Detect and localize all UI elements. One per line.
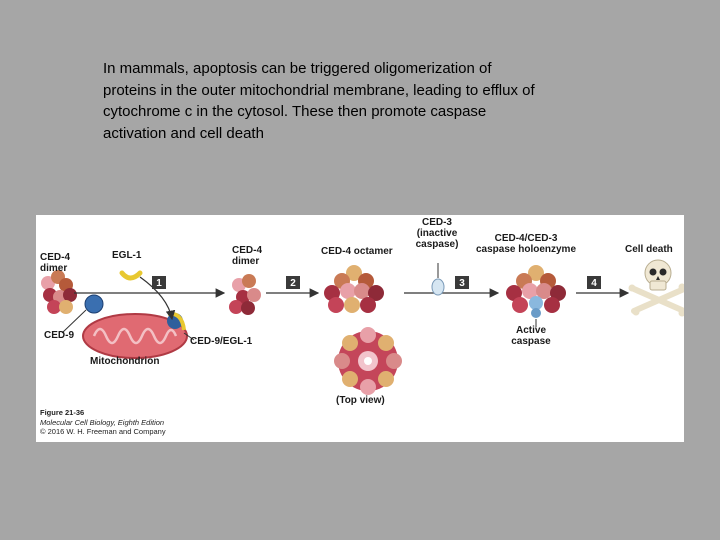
ced9-label: CED-9: [44, 330, 75, 341]
slide-caption: In mammals, apoptosis can be triggered o…: [103, 60, 535, 142]
figure-publisher: © 2016 W. H. Freeman and Company: [40, 427, 166, 436]
ced4-dimer-mid-label: CED-4 dimer: [232, 245, 263, 267]
apoptosis-pathway-figure: 1 2 3 4: [36, 215, 684, 442]
step1-arrow: [139, 276, 176, 321]
ced4-octamer-label: CED-4 octamer: [321, 246, 393, 257]
egl1-protein-shape: [119, 270, 143, 281]
ced9-pointer: [61, 309, 87, 334]
figure-number: Figure 21-36: [40, 408, 85, 417]
ced9-protein-shape: [84, 294, 104, 314]
ced3-inactive-shape: [431, 263, 445, 296]
step1-box: [152, 276, 166, 289]
ced4-dimer-left-shape: [41, 270, 77, 314]
egl1-label: EGL-1: [112, 250, 142, 261]
ced4-octamer-shape: [324, 265, 384, 313]
ced9-egl1-label: CED-9/EGL-1: [190, 336, 253, 347]
step3-number: 3: [459, 278, 465, 289]
ced4-dimer-left-label: CED-4 dimer: [40, 252, 71, 274]
top-view-label: (Top view): [336, 395, 385, 406]
holoenzyme-label: CED-4/CED-3 caspase holoenzyme: [475, 233, 577, 255]
holoenzyme-shape: [506, 265, 566, 327]
step4-number: 4: [591, 278, 597, 289]
octamer-top-view-shape: [334, 327, 402, 395]
mitochondrion-shape: [82, 313, 188, 359]
pathway-diagram: 1 2 3 4: [41, 259, 684, 395]
step2-box: [286, 276, 300, 289]
step2-number: 2: [290, 278, 296, 289]
complex-pointer: [183, 332, 195, 341]
active-caspase-label: Active caspase: [511, 325, 551, 347]
figure-book: Molecular Cell Biology, Eighth Edition: [40, 417, 165, 427]
mitochondrion-label: Mitochondrion: [90, 356, 160, 367]
cell-death-label: Cell death: [625, 244, 673, 255]
skull-crossbones-icon: [628, 259, 684, 317]
figure-credit: Figure 21-36 Molecular Cell Biology, Eig…: [40, 408, 166, 437]
ced3-label: CED-3 (inactive caspase): [415, 217, 459, 250]
step1-number: 1: [156, 278, 162, 289]
ced4-dimer-mid-shape: [229, 274, 261, 315]
step4-box: [587, 276, 601, 289]
step3-box: [455, 276, 469, 289]
